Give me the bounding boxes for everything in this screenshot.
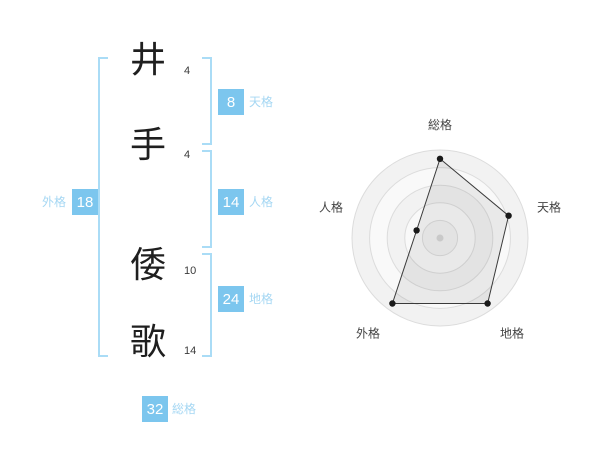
name-char-3: 倭: [130, 244, 167, 285]
radar-data-point: [484, 300, 491, 307]
tenkaku-label: 天格: [249, 95, 274, 109]
chikaku-value-box: 24: [218, 286, 244, 312]
gaikaku-bracket: [98, 57, 108, 357]
stroke-count-2: 4: [184, 149, 191, 161]
name-char-2: 手: [130, 124, 167, 165]
jinkaku-bracket: [202, 150, 212, 248]
soukaku-label: 総格: [172, 402, 197, 416]
chikaku-label: 地格: [249, 292, 274, 306]
radar-data-point: [436, 155, 444, 162]
fortune-radar-chart: 総格天格地格 外格 人格: [300, 96, 600, 396]
jinkaku-value-box: 14: [218, 189, 244, 215]
radar-data-point: [505, 212, 512, 219]
radar-axis-label: 人格: [319, 200, 343, 215]
stroke-count-3: 10: [184, 265, 197, 277]
radar-data-point: [389, 300, 396, 307]
name-char-1: 井: [130, 39, 167, 80]
tenkaku-bracket: [202, 57, 212, 145]
radar-center-dot: [436, 234, 444, 242]
radar-axis-label: 外格: [356, 326, 380, 341]
radar-polygon: [391, 157, 510, 304]
stroke-count-1: 4: [184, 65, 191, 77]
gaikaku-label: 外格: [42, 195, 67, 209]
soukaku-value-box: 32: [142, 396, 168, 422]
tenkaku-value-box: 8: [218, 89, 244, 115]
radar-axis-label: 総格: [428, 117, 452, 132]
name-char-4: 歌: [130, 321, 167, 362]
radar-data-point: [413, 227, 420, 234]
gaikaku-value-box: 18: [72, 189, 98, 215]
jinkaku-label: 人格: [249, 195, 274, 209]
radar-axis-label: 天格: [537, 200, 561, 215]
radar-axis-label: 地格: [500, 326, 524, 341]
chikaku-bracket: [202, 253, 212, 357]
stroke-count-4: 14: [184, 345, 197, 357]
